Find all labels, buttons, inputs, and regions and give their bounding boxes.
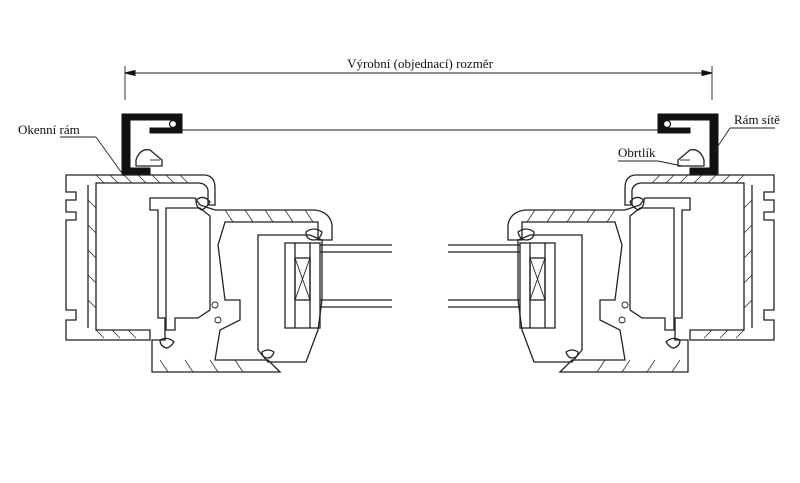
dimension-line bbox=[124, 66, 713, 100]
left-window-frame bbox=[65, 174, 216, 341]
right-screen-frame bbox=[657, 113, 719, 175]
left-assembly bbox=[65, 113, 392, 373]
leader-screen-frame bbox=[713, 127, 775, 153]
dimension-label: Výrobní (objednací) rozměr bbox=[347, 56, 494, 71]
leader-bracket bbox=[618, 160, 683, 167]
left-gaskets bbox=[159, 196, 323, 359]
bracket-label: Obrtlík bbox=[618, 145, 656, 160]
right-window-frame bbox=[624, 174, 775, 341]
left-sash bbox=[149, 197, 333, 373]
left-frame-hatch bbox=[87, 174, 189, 339]
window-frame-label: Okenní rám bbox=[18, 122, 80, 137]
screen-frame-label: Rám sítě bbox=[734, 112, 780, 127]
right-sash bbox=[507, 197, 691, 373]
left-glazing bbox=[284, 242, 392, 329]
right-assembly bbox=[448, 113, 775, 373]
leader-window-frame bbox=[60, 136, 125, 177]
right-bracket bbox=[677, 149, 705, 167]
right-glazing bbox=[448, 242, 556, 329]
left-screen-frame bbox=[121, 113, 183, 175]
right-gaskets bbox=[517, 196, 681, 359]
left-bracket bbox=[135, 149, 163, 167]
